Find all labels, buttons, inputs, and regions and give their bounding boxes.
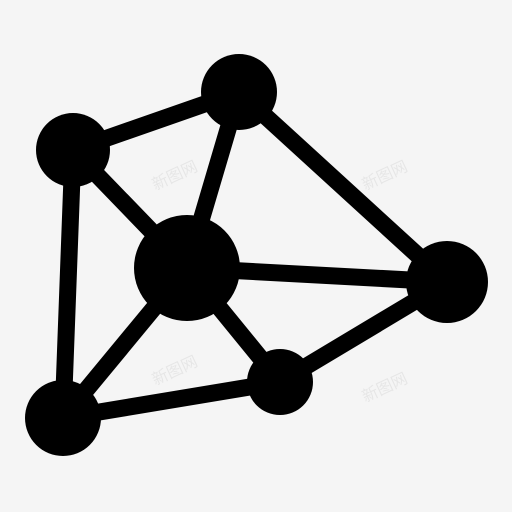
node-right [406,241,488,323]
node-top-left [36,113,110,187]
nodes [25,54,488,456]
node-bottom-left [25,380,101,456]
node-center [134,215,240,321]
node-bottom-right [247,349,313,415]
edge-topleft-bottomleft [54,141,82,427]
node-top [201,54,277,130]
edge-top-right [230,83,456,291]
